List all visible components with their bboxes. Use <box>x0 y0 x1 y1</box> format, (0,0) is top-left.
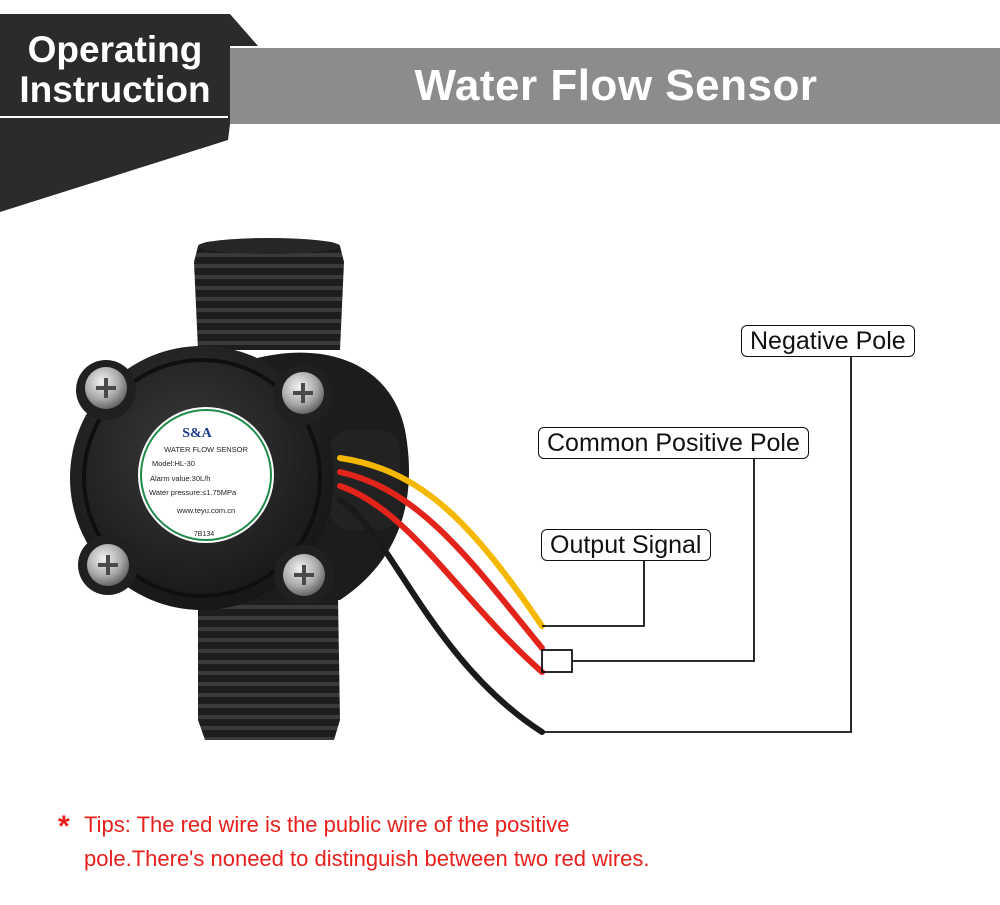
tips-line2: pole.There's noneed to distinguish betwe… <box>84 846 650 871</box>
wire-yellow <box>337 455 545 629</box>
badge-line-instruction: Instruction <box>19 69 211 110</box>
leader-common-positive <box>572 459 755 662</box>
badge-line-operating: Operating <box>27 29 203 70</box>
top-thread-port <box>194 246 344 350</box>
sticker-website: www.teyu.com.cn <box>176 506 235 515</box>
red-wire-bracket <box>541 649 573 673</box>
sticker-line1: WATER FLOW SENSOR <box>164 445 248 454</box>
leader-output-signal <box>542 560 645 627</box>
sticker-line4: Water pressure:≤1.75MPa <box>149 488 237 497</box>
screw-icon <box>282 372 324 414</box>
label-output-signal: Output Signal <box>541 529 711 561</box>
bottom-thread-port <box>198 596 340 740</box>
sensor-sticker <box>138 407 274 543</box>
leader-negative-pole <box>542 357 852 733</box>
badge-background <box>0 14 258 212</box>
tips-line1: Tips: The red wire is the public wire of… <box>84 812 570 837</box>
page-title: Water Flow Sensor <box>414 61 818 110</box>
sticker-code: 7B134 <box>194 531 214 538</box>
screw-icon <box>87 544 129 586</box>
screw-icon <box>283 554 325 596</box>
sticker-line2: Model:HL-30 <box>152 459 195 468</box>
screw-icon <box>85 367 127 409</box>
wire-red-2 <box>337 483 545 675</box>
tips-star-icon: * <box>58 810 70 843</box>
sticker-brand: S&A <box>182 426 212 441</box>
wire-red-1 <box>337 469 545 651</box>
sensor-cover-ring <box>82 358 322 598</box>
sticker-ring <box>140 409 272 541</box>
title-banner <box>230 48 1000 124</box>
label-common-positive-pole: Common Positive Pole <box>538 427 809 459</box>
wire-black <box>337 497 545 735</box>
label-negative-pole: Negative Pole <box>741 325 915 357</box>
sticker-line3: Alarm value:30L/h <box>150 474 210 483</box>
top-port-rim <box>198 238 340 254</box>
